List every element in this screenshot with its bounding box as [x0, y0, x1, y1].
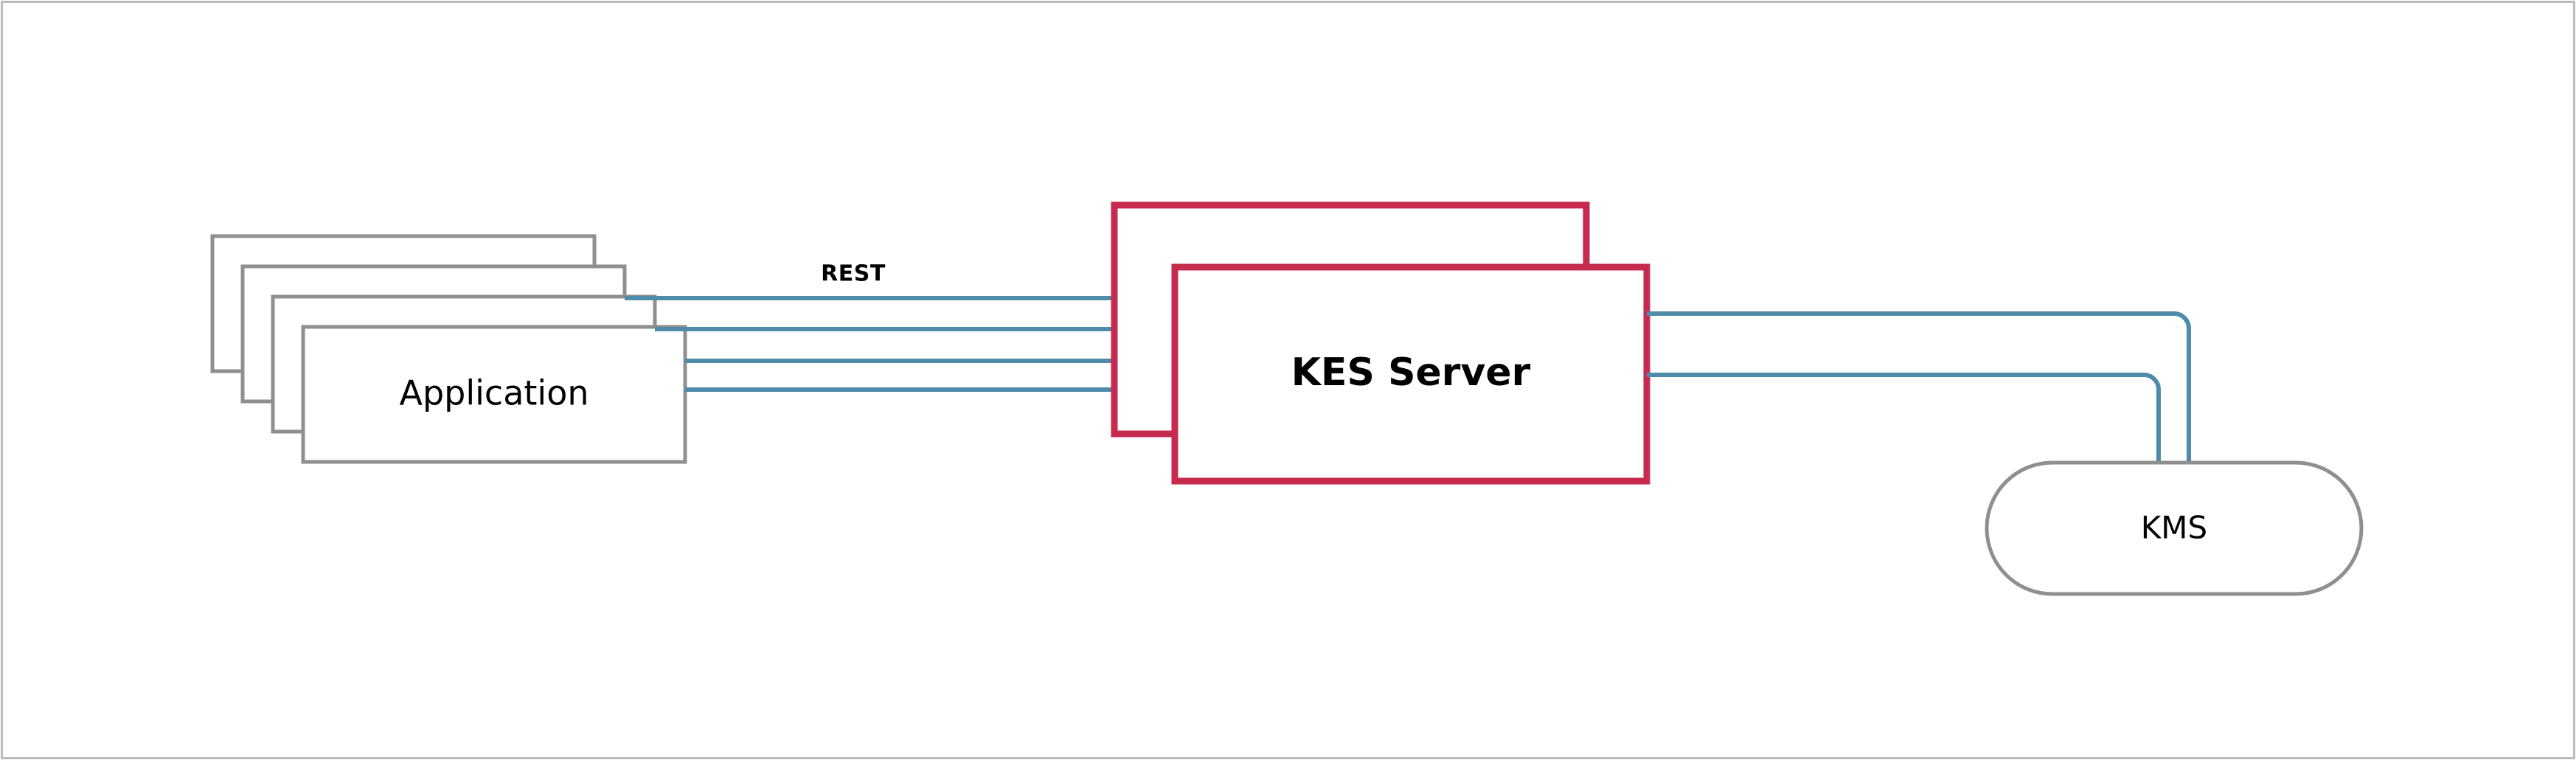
application-stack-box-1 [301, 325, 687, 464]
kms-link-path-outer [1647, 311, 2191, 463]
kms-node-group[interactable]: KMS [1985, 460, 2364, 596]
kms-link-group [1647, 311, 2191, 463]
kes-server-label: KES Server [1291, 350, 1531, 395]
kes-server-node-group[interactable]: KES Server [1111, 201, 1650, 485]
application-label: Application [399, 373, 589, 413]
kms-label: KMS [2141, 510, 2207, 546]
rest-protocol-label: REST [821, 261, 886, 287]
kms-stadium-shape [1985, 460, 2364, 596]
application-node-group[interactable]: Application [210, 234, 687, 464]
rest-link-group [625, 296, 1195, 392]
kms-link-path-inner [1647, 373, 2161, 463]
